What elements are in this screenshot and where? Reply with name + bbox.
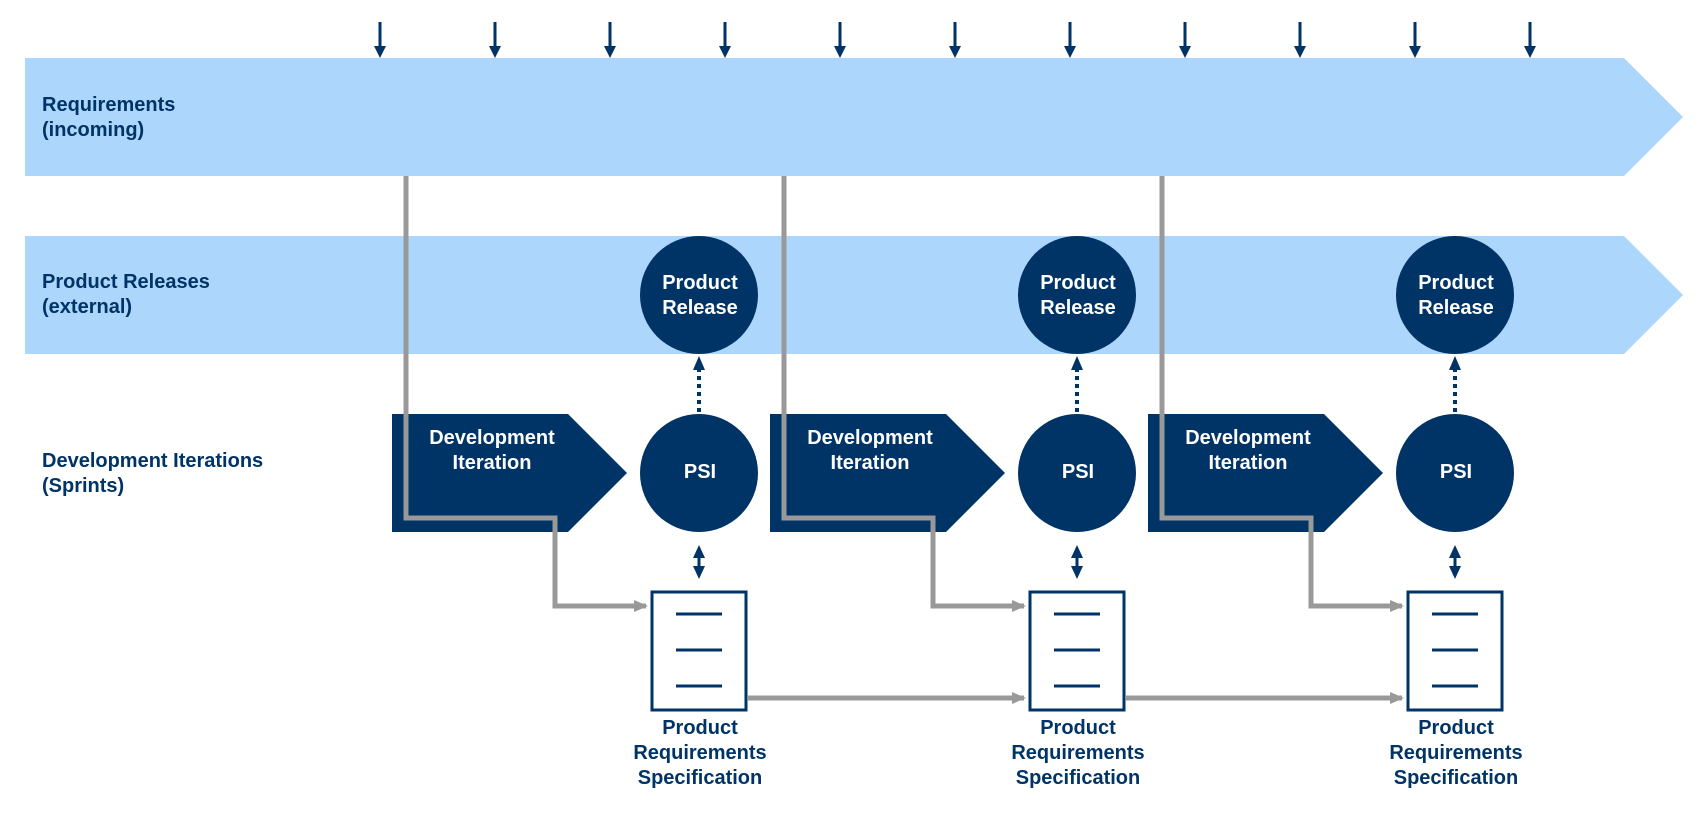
psi-label-2: PSI [1018,460,1138,485]
spec-label-line2: Requirements [633,742,767,764]
incoming-arrowhead [949,46,961,58]
spec-label-line1: Product [662,717,738,739]
spec-label-line1: Product [1418,717,1494,739]
iteration-label-line2: Iteration [452,452,532,474]
cycle-group-2 [770,176,1404,712]
iteration-label-line1: Development [807,427,933,449]
incoming-arrowhead [604,46,616,58]
requirements-lane-label: Requirements (incoming) [42,93,175,143]
iteration-label-line1: Development [1185,427,1311,449]
psi-label-1: PSI [640,460,760,485]
iterations-lane-subtitle: (Sprints) [42,475,125,497]
requirements-lane-title: Requirements [42,94,176,116]
cycle-group-1 [392,176,1026,712]
product-release-circle [640,236,758,354]
cycle-group-3 [1148,176,1514,712]
incoming-arrowhead [1064,46,1076,58]
product-release-circle [1018,236,1136,354]
releases-lane-title: Product Releases [42,271,210,293]
psi-spec-arrowhead-up [1449,545,1461,558]
spec-label-1: Product Requirements Specification [610,716,790,791]
incoming-arrowhead [374,46,386,58]
psi-spec-arrowhead-down [1449,566,1461,579]
spec-label-line3: Specification [1393,767,1519,789]
spec-label-line3: Specification [637,767,763,789]
psi-to-release-arrowhead [1449,356,1461,370]
psi-spec-arrowhead-down [1071,566,1083,579]
spec-label-2: Product Requirements Specification [988,716,1168,791]
requirements-connector [781,176,1026,612]
incoming-arrowhead [489,46,501,58]
release-label-3: Product Release [1396,271,1516,321]
iterations-lane-title: Development Iterations [42,450,264,472]
release-label-line2: Release [1040,297,1116,319]
development-iteration-shape [770,414,1005,532]
iteration-label-line2: Iteration [830,452,910,474]
iterations-lane-label: Development Iterations (Sprints) [42,449,263,499]
release-label-line1: Product [662,272,738,294]
release-label-line2: Release [1418,297,1494,319]
requirements-lane-subtitle: (incoming) [42,119,145,141]
psi-circle [1396,414,1514,532]
incoming-arrowhead [834,46,846,58]
requirements-connector [403,176,648,612]
requirements-connector [1159,176,1404,612]
release-label-line1: Product [1040,272,1116,294]
spec-label-3: Product Requirements Specification [1366,716,1546,791]
psi-circle [1018,414,1136,532]
iteration-label-line1: Development [429,427,555,449]
release-label-line2: Release [662,297,738,319]
incoming-arrowhead [1524,46,1536,58]
psi-spec-arrowhead-up [693,545,705,558]
psi-circle [640,414,758,532]
psi-to-release-arrowhead [1071,356,1083,370]
spec-label-line3: Specification [1015,767,1141,789]
incoming-arrowhead [719,46,731,58]
releases-lane-subtitle: (external) [42,296,133,318]
psi-label-text: PSI [683,461,717,483]
psi-spec-arrowhead-down [693,566,705,579]
incoming-arrowhead [1179,46,1191,58]
iteration-label-line2: Iteration [1208,452,1288,474]
development-iteration-shape [392,414,627,532]
development-iteration-shape [1148,414,1383,532]
incoming-arrowhead [1294,46,1306,58]
psi-label-text: PSI [1061,461,1095,483]
spec-label-line1: Product [1040,717,1116,739]
spec-label-line2: Requirements [1389,742,1523,764]
release-label-1: Product Release [640,271,760,321]
iteration-label-3: Development Iteration [1168,426,1328,476]
release-label-line1: Product [1418,272,1494,294]
psi-label-3: PSI [1396,460,1516,485]
releases-lane-label: Product Releases (external) [42,270,210,320]
release-label-2: Product Release [1018,271,1138,321]
psi-label-text: PSI [1439,461,1473,483]
product-release-circle [1396,236,1514,354]
iteration-label-1: Development Iteration [412,426,572,476]
iteration-label-2: Development Iteration [790,426,950,476]
requirements-band [25,58,1683,176]
spec-label-line2: Requirements [1011,742,1145,764]
incoming-arrowhead [1409,46,1421,58]
psi-to-release-arrowhead [693,356,705,370]
releases-band [25,236,1683,354]
psi-spec-arrowhead-up [1071,545,1083,558]
